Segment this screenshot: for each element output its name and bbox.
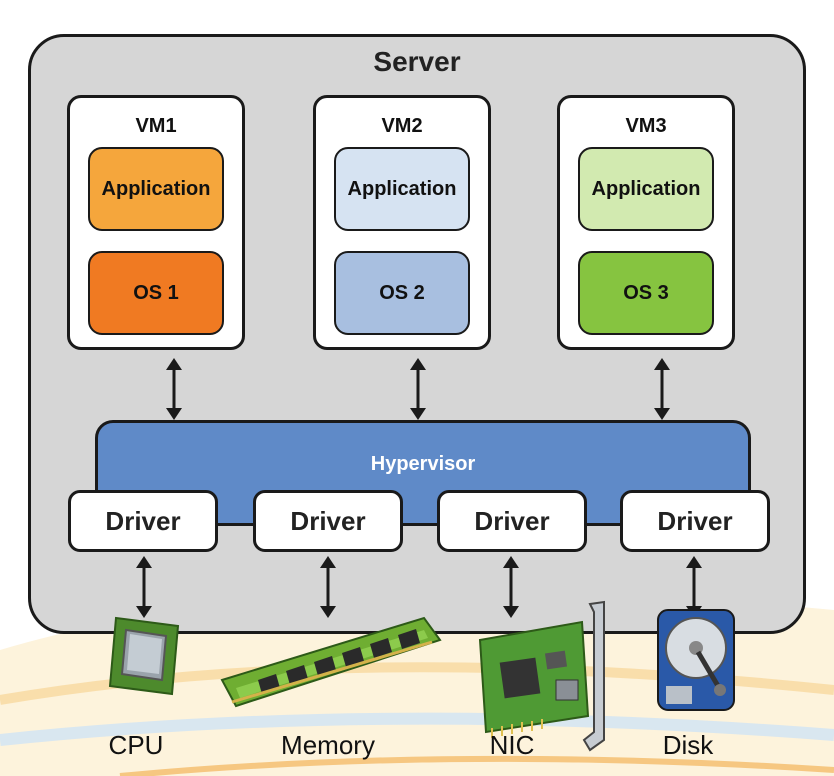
vm3-hypervisor-arrow — [654, 358, 670, 420]
vm-box-1: VM1 Application OS 1 — [67, 95, 245, 350]
memory-label: Memory — [281, 730, 375, 760]
memory-module-icon — [220, 616, 442, 708]
application-layer: Application — [88, 147, 224, 231]
os-layer: OS 1 — [88, 251, 224, 335]
os-layer: OS 3 — [578, 251, 714, 335]
driver-box-nic: Driver — [437, 490, 587, 552]
nic-label: NIC — [489, 730, 535, 760]
vm1-hypervisor-arrow — [166, 358, 182, 420]
server-title: Server — [373, 46, 461, 77]
network-card-icon — [478, 600, 605, 752]
vm2-hypervisor-arrow — [410, 358, 426, 420]
driver-box-memory: Driver — [253, 490, 403, 552]
cpu-chip-icon — [108, 616, 180, 696]
vm-title: VM3 — [625, 115, 667, 137]
memory-driver-arrow — [320, 556, 336, 618]
vm-box-3: VM3 Application OS 3 — [557, 95, 735, 350]
hypervisor-label: Hypervisor — [370, 453, 476, 475]
application-layer: Application — [334, 147, 470, 231]
cpu-label: CPU — [108, 730, 164, 760]
nic-driver-arrow — [503, 556, 519, 618]
hard-disk-icon — [657, 609, 735, 711]
vm-box-2: VM2 Application OS 2 — [313, 95, 491, 350]
os-layer: OS 2 — [334, 251, 470, 335]
application-layer: Application — [578, 147, 714, 231]
disk-label: Disk — [662, 730, 714, 760]
driver-box-cpu: Driver — [68, 490, 218, 552]
driver-box-disk: Driver — [620, 490, 770, 552]
vm-title: VM1 — [135, 115, 177, 137]
vm-title: VM2 — [381, 115, 423, 137]
cpu-driver-arrow — [136, 556, 152, 618]
